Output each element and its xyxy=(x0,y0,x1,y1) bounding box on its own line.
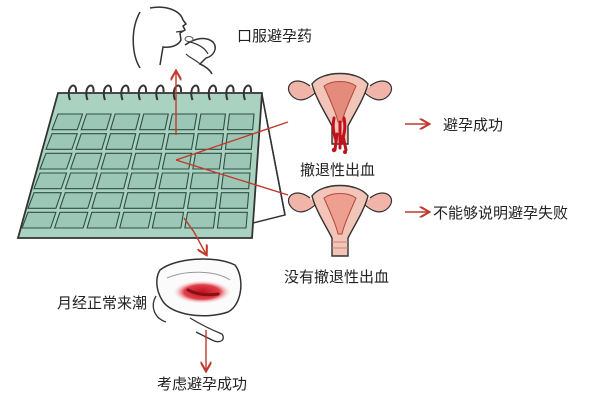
calendar-cell xyxy=(86,211,121,229)
spiral-ring xyxy=(190,84,200,101)
calendar-cell xyxy=(27,192,63,209)
label-withdrawal-bleeding: 撤退性出血 xyxy=(300,161,376,179)
spiral-ring xyxy=(207,84,218,101)
calendar-cell xyxy=(75,133,108,150)
spiral-ring xyxy=(102,84,113,101)
calendar-cell xyxy=(69,152,103,170)
line-calendar-to-bleeding xyxy=(175,121,289,161)
calendar-cell xyxy=(194,133,225,150)
label-no-withdrawal-bleeding: 没有撤退性出血 xyxy=(284,268,390,286)
calendar-cell xyxy=(151,211,185,229)
calendar-cell xyxy=(80,113,112,131)
spiral-ring xyxy=(137,84,148,101)
calendar-cell xyxy=(139,113,169,131)
calendar-cell xyxy=(197,113,227,131)
calendar-cell xyxy=(224,133,254,150)
calendar-cell xyxy=(184,211,217,229)
calendar-illustration xyxy=(16,84,286,239)
label-oral-contraceptive: 口服避孕药 xyxy=(237,27,313,45)
person-taking-pill-illustration xyxy=(132,6,216,75)
spiral-ring xyxy=(242,84,253,101)
calendar-cell xyxy=(39,152,73,170)
calendar-cell xyxy=(164,133,195,150)
calendar-cell xyxy=(33,172,68,190)
calendar-cell xyxy=(105,133,137,150)
spiral-ring xyxy=(120,84,130,101)
calendar-cell xyxy=(91,192,125,209)
label-cannot-indicate-failure: 不能够说明避孕失败 xyxy=(433,204,569,222)
label-normal-period: 月经正常来潮 xyxy=(57,294,148,312)
calendar-cell xyxy=(158,172,190,190)
calendar-cell xyxy=(135,133,166,150)
calendar-cell xyxy=(226,113,255,131)
calendar-cell xyxy=(123,192,156,209)
label-consider-success: 考虑避孕成功 xyxy=(157,375,248,393)
sanitary-pad-illustration xyxy=(152,258,242,343)
calendar-cell xyxy=(127,172,159,190)
calendar-cell xyxy=(192,152,223,170)
arrow-calendar-to-pad xyxy=(183,217,206,254)
uterus-with-bleeding-illustration xyxy=(287,72,393,154)
calendar-cell xyxy=(218,192,250,209)
uterus-without-bleeding-illustration xyxy=(287,184,393,257)
flow-connectors xyxy=(176,72,428,370)
calendar-cell xyxy=(168,113,198,131)
calendar-cell xyxy=(119,211,153,229)
calendar-cell xyxy=(154,192,187,209)
calendar-cell xyxy=(222,152,252,170)
spiral-ring xyxy=(85,84,95,101)
line-calendar-to-no-bleeding xyxy=(175,159,289,196)
calendar-cell xyxy=(95,172,129,190)
calendar-cell xyxy=(59,192,94,209)
calendar-cell xyxy=(216,211,248,229)
calendar-cell xyxy=(21,211,57,229)
calendar-cell xyxy=(100,152,133,170)
calendar-cell xyxy=(45,133,79,150)
calendar-cell xyxy=(131,152,163,170)
calendar-cell xyxy=(109,113,141,131)
calendar-cell xyxy=(53,211,89,229)
label-contraception-success: 避孕成功 xyxy=(443,116,504,134)
calendar-cell xyxy=(186,192,219,209)
spiral-ring xyxy=(155,84,165,101)
calendar-cell xyxy=(189,172,221,190)
calendar-cell xyxy=(51,113,84,131)
calendar-cell xyxy=(64,172,98,190)
spiral-ring xyxy=(67,84,78,101)
spiral-ring xyxy=(225,84,235,101)
